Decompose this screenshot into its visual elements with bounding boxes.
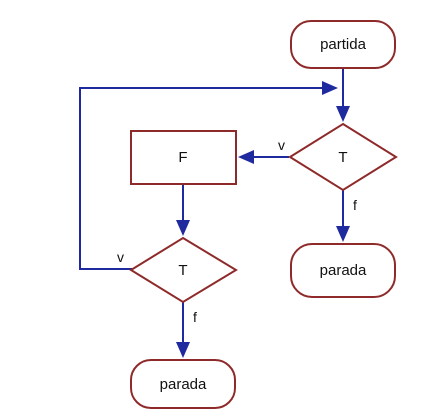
node-stop-bottom-label: parada [160,376,207,393]
edge-label-test-top-false: f [353,197,357,213]
node-test-bottom-label: T [178,262,187,279]
node-process-f-shape [130,130,237,185]
node-start: partida [290,20,396,69]
node-stop-bottom-shape [130,359,236,409]
edge-label-test-top-true: v [278,137,285,153]
node-stop-right-shape [290,243,396,298]
node-start-label: partida [320,36,367,53]
node-stop-right-label: parada [320,262,367,279]
arrow-head-process-f-entry [238,150,254,164]
edge-label-test-bottom-true: v [117,249,124,265]
node-test-bottom-shape [129,236,238,304]
node-stop-bottom: parada [130,359,236,409]
arrow-head-loop-entry [322,81,338,95]
edge-label-test-bottom-false: f [193,309,197,325]
arrow-head-test-top-entry [336,106,350,122]
arrow-head-stop-right-entry [336,226,350,242]
node-start-shape [290,20,396,69]
node-test-top: T [288,122,398,192]
node-process-f-label: F [178,149,187,166]
arrow-head-stop-bottom-entry [176,342,190,358]
node-test-top-shape [288,122,398,192]
edge-test-bottom-true-loop [79,87,328,270]
node-test-top-label: T [338,149,347,166]
node-test-bottom: T [129,236,238,304]
node-stop-right: parada [290,243,396,298]
arrow-head-test-bottom-entry [176,220,190,236]
node-process-f: F [130,130,237,185]
